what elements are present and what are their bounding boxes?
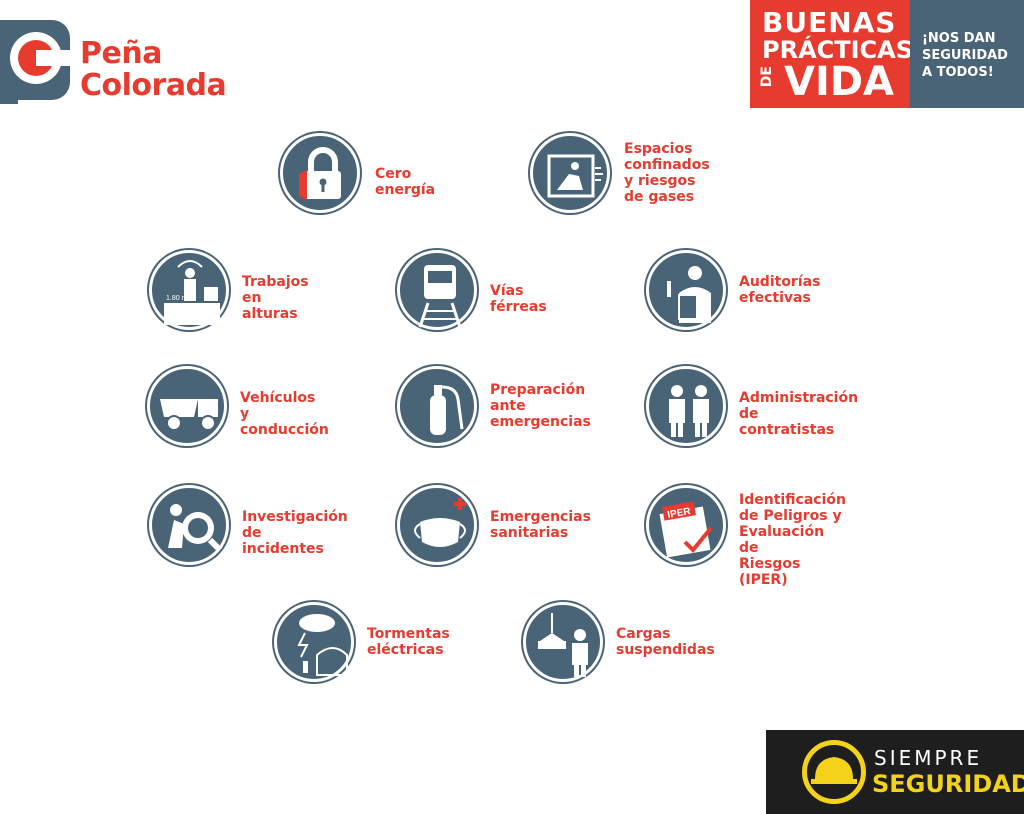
banner-line-4: VIDA xyxy=(784,59,894,105)
item-label: Espacios confinados y riesgos de gases xyxy=(624,141,710,205)
fire-extinguisher-icon xyxy=(397,366,477,446)
item-label: Cargas suspendidas xyxy=(616,626,715,658)
siempre-seguridad-badge: SIEMPRE SEGURIDAD xyxy=(766,730,1024,814)
face-mask-icon xyxy=(397,485,477,565)
dump-truck-icon xyxy=(147,366,227,446)
pena-colorada-logo: Peña Colorada xyxy=(0,20,240,110)
banner-slogan: ¡NOS DAN SEGURIDAD A TODOS! xyxy=(910,0,1024,108)
badge-line-2: SEGURIDAD xyxy=(872,770,1024,798)
confined-space-icon xyxy=(530,133,610,213)
crane-load-icon xyxy=(523,602,603,682)
banner-line-2: PRÁCTICAS xyxy=(762,36,914,64)
item-label: Trabajos en alturas xyxy=(242,274,309,322)
logo-line-1: Peña xyxy=(80,36,162,71)
buenas-practicas-banner: BUENAS PRÁCTICAS DE VIDA ¡NOS DAN SEGURI… xyxy=(750,0,1024,108)
item-label: Vehículos y conducción xyxy=(240,390,329,438)
contractors-icon xyxy=(646,366,726,446)
storm-icon xyxy=(274,602,354,682)
item-label: Preparación ante emergencias xyxy=(490,382,591,430)
banner-title-block: BUENAS PRÁCTICAS DE VIDA xyxy=(750,0,914,108)
badge-line-1: SIEMPRE xyxy=(874,746,983,770)
height-marker: 1.80 m xyxy=(166,295,188,302)
item-label: Auditorías efectivas xyxy=(739,274,821,306)
iper-tag: IPER xyxy=(667,506,693,521)
slogan-line-3: A TODOS! xyxy=(922,65,994,80)
banner-line-3: DE xyxy=(759,66,775,88)
logo-text: Peña Colorada xyxy=(80,36,227,103)
slogan-line-1: ¡NOS DAN xyxy=(922,31,996,46)
padlock-icon xyxy=(280,133,360,213)
train-icon xyxy=(397,250,477,330)
item-label: Emergencias sanitarias xyxy=(490,509,591,541)
item-label: Vías férreas xyxy=(490,283,547,315)
harness-worker-icon: 1.80 m xyxy=(149,250,229,330)
auditor-icon xyxy=(646,250,726,330)
item-label: Identificación de Peligros y Evaluación … xyxy=(739,492,846,588)
investigation-icon xyxy=(149,485,229,565)
banner-line-1: BUENAS xyxy=(762,6,897,39)
item-label: Investigación de incidentes xyxy=(242,509,348,557)
slogan-line-2: SEGURIDAD xyxy=(922,48,1008,63)
iper-checklist-icon: IPER xyxy=(646,485,726,565)
item-label: Administración de contratistas xyxy=(739,390,859,438)
item-label: Tormentas eléctricas xyxy=(367,626,450,658)
logo-line-2: Colorada xyxy=(80,68,227,103)
item-label: Cero energía xyxy=(375,166,436,198)
hard-hat-icon xyxy=(802,740,866,804)
logo-mark-icon xyxy=(0,20,70,104)
